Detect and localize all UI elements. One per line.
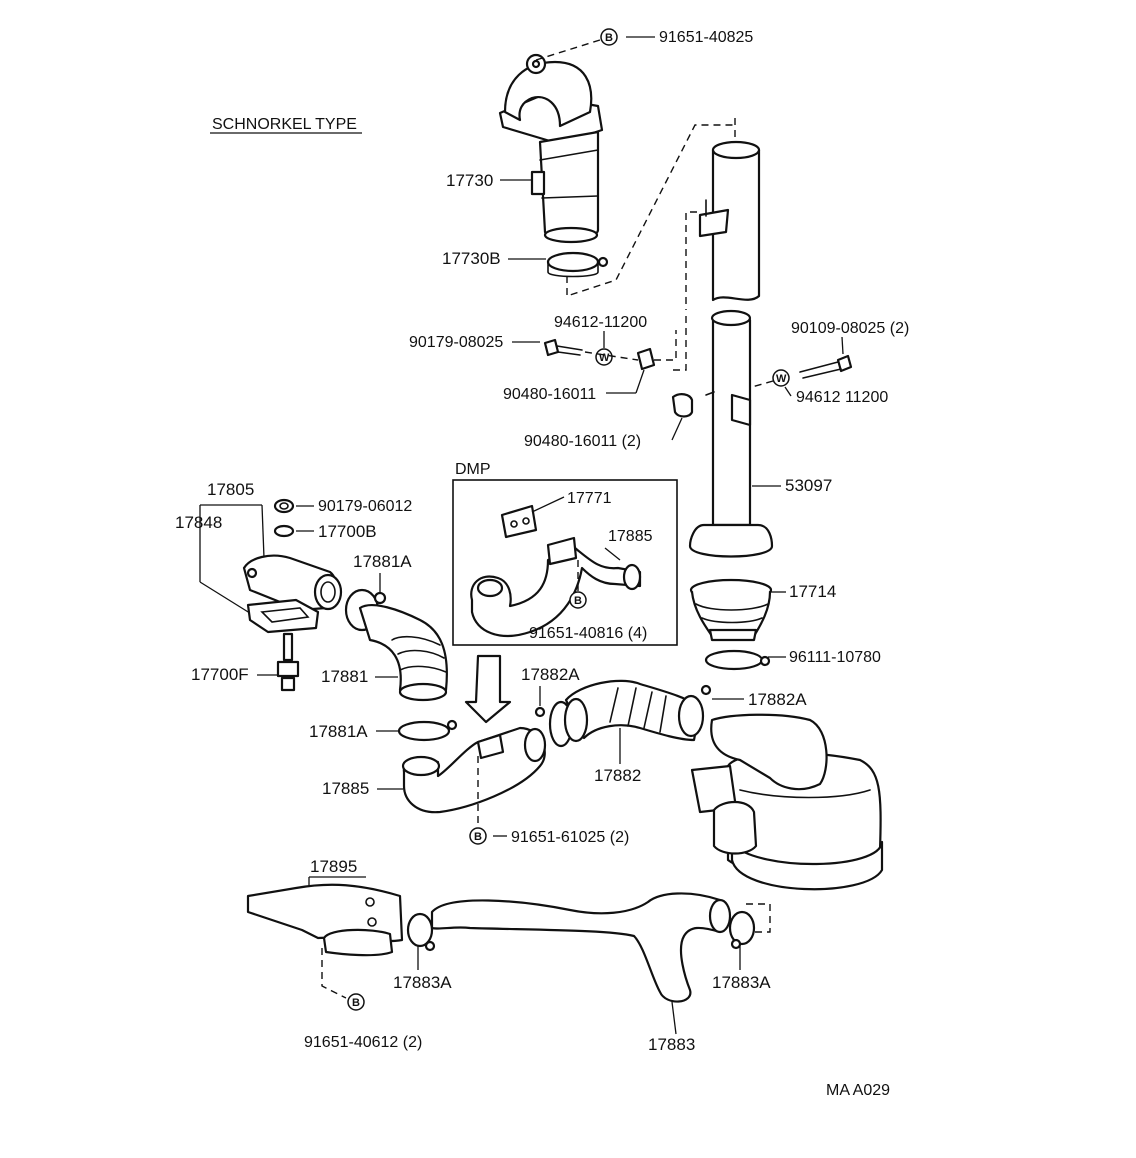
clamp-17881a-bottom <box>397 719 458 742</box>
clamp-17883a-right <box>728 910 756 950</box>
label-17882: 17882 <box>594 766 641 785</box>
marker-b-17895 <box>347 993 365 1011</box>
marker-b-dmp <box>569 591 587 609</box>
label-53097: 53097 <box>785 476 832 495</box>
label-94612-11200-b: 94612 11200 <box>796 389 888 406</box>
label-90179-06012: 90179-06012 <box>318 498 412 515</box>
label-90480-16011: 90480-16011 <box>503 386 596 403</box>
clamp-96111-10780 <box>704 649 771 671</box>
label-17895: 17895 <box>310 857 357 876</box>
washer-w-left-text: W <box>599 352 610 364</box>
label-17848: 17848 <box>175 513 222 532</box>
label-90480-16011-2: 90480-16011 (2) <box>524 433 641 450</box>
label-17700b: 17700B <box>318 522 377 541</box>
label-17885-dmp: 17885 <box>608 528 653 545</box>
clamp-17882a-right <box>677 684 712 738</box>
hose-17881 <box>358 604 448 702</box>
label-17771: 17771 <box>567 490 612 507</box>
grommet-90480-16011-2 <box>671 393 694 418</box>
snorkel-head-17730 <box>498 53 604 244</box>
bracket-17895 <box>246 883 404 957</box>
label-96111-10780: 96111-10780 <box>789 649 881 666</box>
nut-90179-06012 <box>273 498 295 514</box>
label-17714: 17714 <box>789 582 836 601</box>
label-17883a-right: 17883A <box>712 973 771 992</box>
grommet-90480-16011 <box>636 347 656 371</box>
marker-b-17885-text: B <box>474 831 482 843</box>
label-17730b: 17730B <box>442 249 501 268</box>
label-17805: 17805 <box>207 480 254 499</box>
label-17882a-right: 17882A <box>748 690 807 709</box>
washer-w-left <box>595 348 613 366</box>
intake-housing-17805 <box>242 554 343 612</box>
label-91651-40825: 91651-40825 <box>659 29 753 46</box>
label-17885: 17885 <box>322 779 369 798</box>
pipe-lower-53097 <box>688 309 774 558</box>
pipe-upper <box>698 140 761 302</box>
label-94612-11200-a: 94612-11200 <box>554 314 647 331</box>
hose-17882 <box>563 679 702 743</box>
label-91651-40816: 91651-40816 (4) <box>529 625 647 642</box>
label-91651-61025: 91651-61025 (2) <box>511 829 629 846</box>
dmp-box <box>452 479 678 646</box>
label-17882a-left: 17882A <box>521 665 580 684</box>
label-17883: 17883 <box>648 1035 695 1054</box>
duct-17885 <box>401 726 547 814</box>
label-17881a-bottom: 17881A <box>309 722 368 741</box>
dmp-duct-17885 <box>470 536 642 637</box>
marker-b-top <box>600 28 618 46</box>
washer-w-right <box>772 369 790 387</box>
label-90179-08025: 90179-08025 <box>409 334 503 351</box>
drawing-code: MA A029 <box>826 1082 890 1099</box>
marker-b-dmp-text: B <box>574 595 582 607</box>
label-91651-40612: 91651-40612 (2) <box>304 1034 422 1051</box>
label-17881a-top: 17881A <box>353 552 412 571</box>
label-17700f: 17700F <box>191 665 249 684</box>
marker-b-17885 <box>469 827 487 845</box>
section-title: SCHNORKEL TYPE <box>212 116 357 133</box>
boot-17714 <box>689 578 773 642</box>
bolt-90179-08025 <box>543 338 583 357</box>
dmp-label: DMP <box>455 461 491 478</box>
label-17881: 17881 <box>321 667 368 686</box>
washer-17700b <box>273 524 295 538</box>
clamp-17883a-left <box>406 912 436 952</box>
label-17883a-left: 17883A <box>393 973 452 992</box>
marker-b-17895-text: B <box>352 997 360 1009</box>
marker-b-top-text: B <box>605 32 613 44</box>
clamp-17730b <box>546 251 609 278</box>
hose-17883 <box>430 892 732 1003</box>
gasket-17848 <box>246 598 320 634</box>
stud-17700f <box>276 632 300 692</box>
label-17730: 17730 <box>446 171 493 190</box>
label-90109-08025: 90109-08025 (2) <box>791 320 909 337</box>
washer-w-right-text: W <box>776 373 787 385</box>
air-cleaner-housing <box>690 713 884 891</box>
bolt-90109-08025 <box>799 354 853 379</box>
dmp-bracket-17771 <box>500 504 538 539</box>
dmp-arrow <box>464 654 512 724</box>
